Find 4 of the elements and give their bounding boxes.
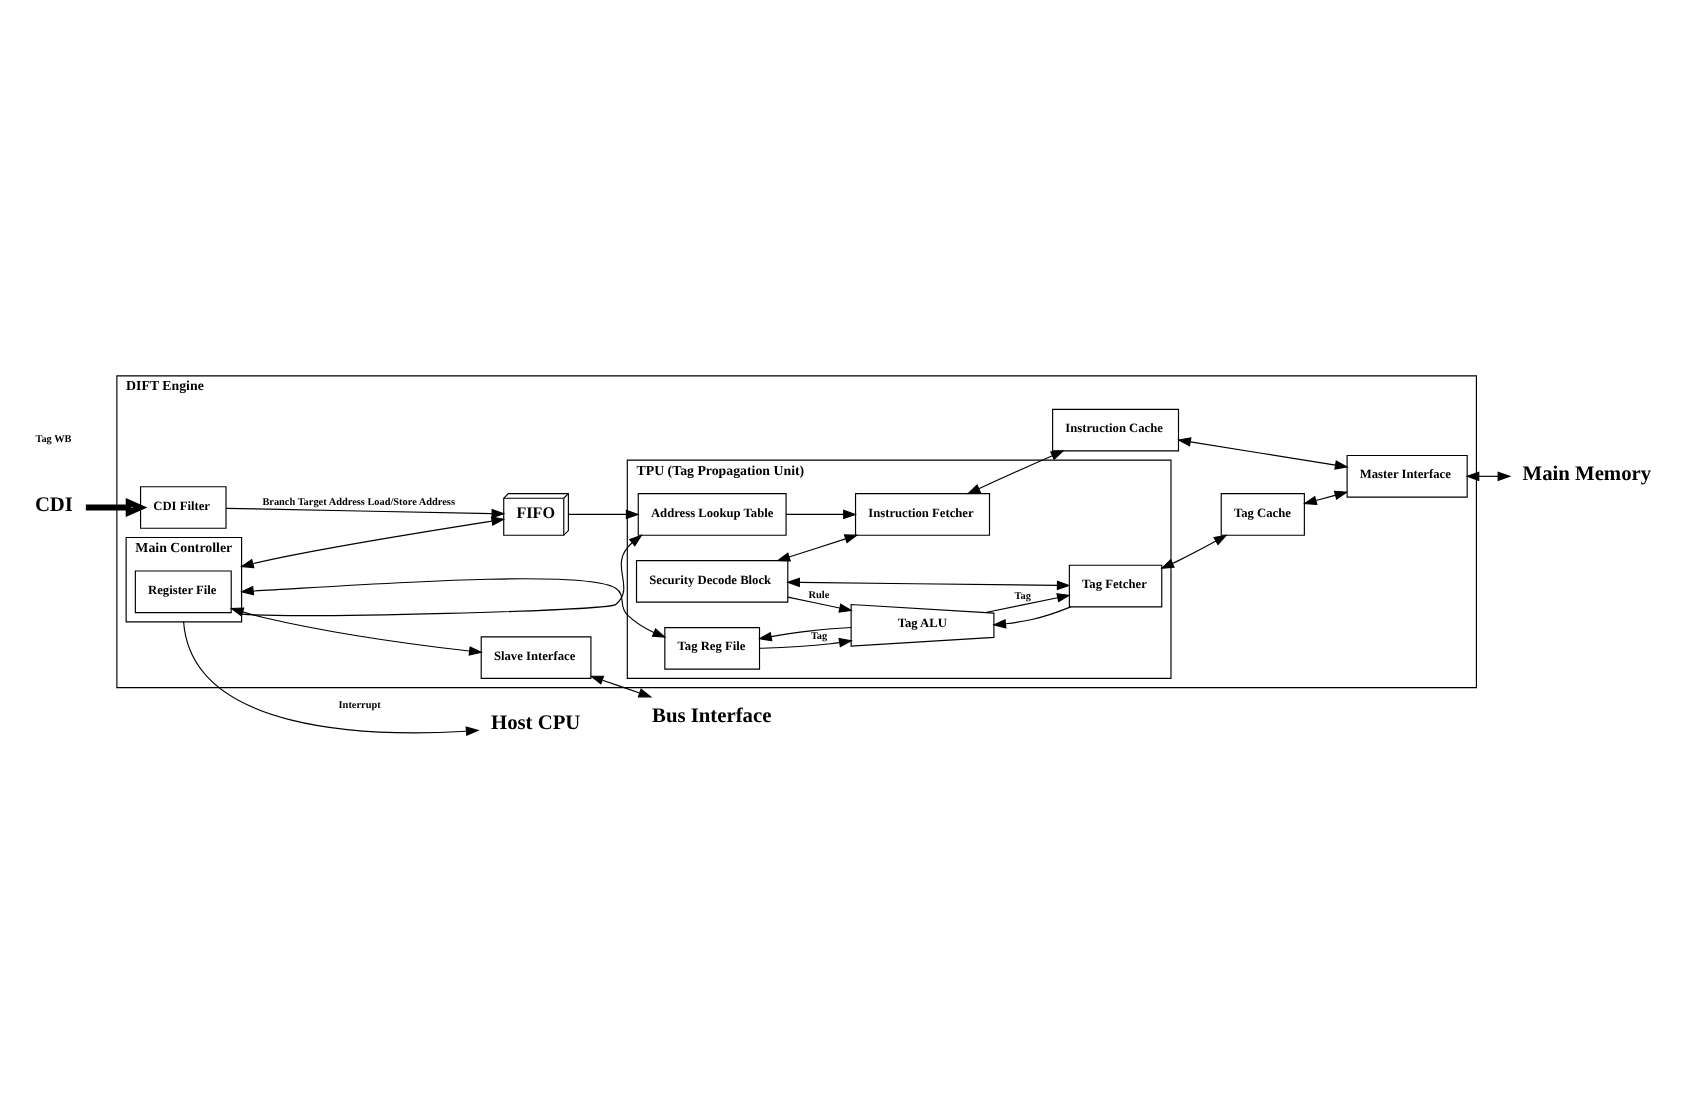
node-text: CDI [34,494,73,517]
node-text: Bus Interface [652,704,772,727]
node-text: Host CPU [491,711,581,734]
node-text: Main Memory [1522,463,1652,486]
